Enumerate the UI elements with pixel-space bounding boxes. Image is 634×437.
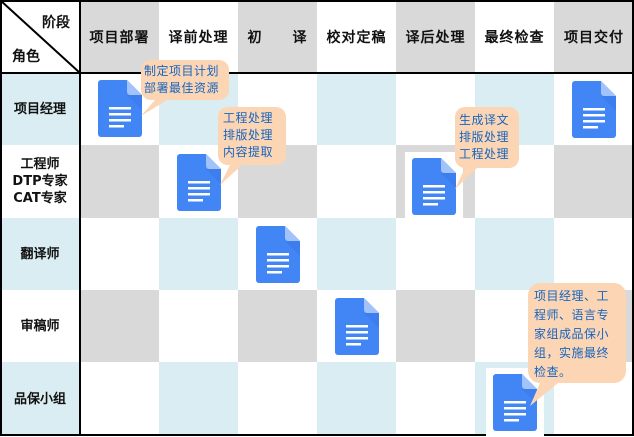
document-icon [405, 152, 463, 221]
role-label-translator: 翻译师 [0, 218, 80, 290]
grid-cell [475, 218, 554, 290]
speech-bubble-shape [218, 107, 286, 185]
document-icon [98, 80, 142, 137]
grid-cell [317, 73, 396, 145]
grid-cell [238, 290, 317, 362]
table-border-left [0, 0, 2, 436]
callout-postprocess: 生成译文 排版处理 工程处理 [455, 107, 519, 189]
diagonal-divider [0, 0, 80, 73]
table-border-top [0, 0, 634, 2]
document-icon [177, 154, 221, 211]
grid-cell [80, 145, 159, 218]
role-label-qa-team: 品保小组 [0, 362, 80, 436]
grid-cell [159, 218, 238, 290]
callout-text: 工程处理 排版处理 内容提取 [223, 111, 274, 159]
role-label-line: 工程师 [20, 157, 60, 172]
speech-bubble-shape [455, 107, 519, 189]
grid-cell [317, 362, 396, 436]
grid-cell [554, 218, 634, 290]
grid-cell [159, 362, 238, 436]
stage-header-final-check: 最终检查 [475, 0, 554, 73]
role-label-line: CAT专家 [13, 191, 67, 206]
callout-text: 生成译文 排版处理 工程处理 [459, 113, 510, 161]
callout-final-check: 项目经理、工 程师、语言专 家组成品保小 组，实施最终 检查。 [528, 283, 626, 406]
callout-preprocess: 工程处理 排版处理 内容提取 [218, 107, 286, 185]
grid-cell [238, 362, 317, 436]
document-icon [256, 226, 300, 283]
speech-bubble-shape [528, 283, 626, 406]
role-label-line: DTP专家 [12, 174, 68, 189]
grid-cell [317, 145, 396, 218]
role-label-engineer: 工程师 DTP专家 CAT专家 [0, 145, 80, 218]
stage-axis-label: 阶段 [42, 15, 70, 31]
callout-text: 项目经理、工 程师、语言专 家组成品保小 组，实施最终 检查。 [534, 289, 610, 379]
stage-header-review: 校对定稿 [317, 0, 396, 73]
grid-cell [80, 290, 159, 362]
role-column-divider [79, 0, 81, 436]
grid-cell [396, 218, 475, 290]
role-axis-label: 角色 [12, 49, 40, 65]
callout-text: 制定项目计划 部署最佳资源 [144, 64, 220, 95]
grid-cell [80, 362, 159, 436]
grid-cell [396, 290, 475, 362]
document-icon [572, 81, 616, 138]
document-icon [335, 298, 379, 355]
stage-header-delivery: 项目交付 [554, 0, 634, 73]
grid-cell [396, 362, 475, 436]
header-divider [0, 72, 634, 74]
speech-bubble-shape [141, 60, 229, 116]
document-icon [486, 368, 544, 437]
grid-cell [317, 218, 396, 290]
grid-cell [80, 218, 159, 290]
stage-header-translate: 初 译 [238, 0, 317, 73]
role-label-project-manager: 项目经理 [0, 73, 80, 145]
grid-cell [159, 290, 238, 362]
table-border-right [632, 0, 634, 436]
role-label-reviewer: 审稿师 [0, 290, 80, 362]
table-border-bottom [0, 434, 634, 436]
stage-header-deploy: 项目部署 [80, 0, 159, 73]
callout-deploy: 制定项目计划 部署最佳资源 [141, 60, 229, 116]
stage-header-postprocess: 译后处理 [396, 0, 475, 73]
corner-cell: 阶段 角色 [0, 0, 80, 73]
grid-cell [554, 145, 634, 218]
